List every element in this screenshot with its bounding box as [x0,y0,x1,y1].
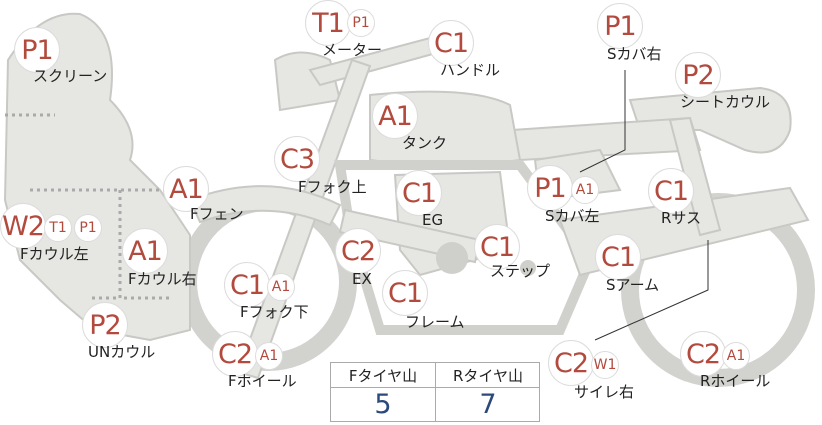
tread-divider [435,363,436,421]
meter-grade: T1 [305,0,351,46]
rear-sus-grade: C1 [648,168,694,214]
silencer-r-grade: C2 [548,340,594,386]
cowl-r-grade: A1 [122,228,168,274]
rear-sus-label: Rサス [661,209,702,227]
seat-cowl-label: シートカウル [680,93,771,111]
front-tread-value: 5 [374,389,392,420]
step-label: ステップ [490,262,551,280]
exhaust-label: EX [352,270,372,288]
front-wheel-sub: A1 [255,342,283,370]
cowl-l-sub2: P1 [74,214,102,242]
screen-label: スクリーン [33,67,108,85]
fork-lower-grade: C1 [224,262,270,308]
side-cover-l-grade: P1 [527,165,573,211]
step-grade: C1 [474,224,520,270]
engine-label: EG [422,211,444,229]
front-fender-shape [188,185,342,227]
tank-label: タンク [402,134,448,152]
under-cowl-label: UNカウル [88,343,156,361]
engine-grade: C1 [396,170,442,216]
under-cowl-grade: P2 [82,302,128,348]
seat-cowl-grade: P2 [675,52,721,98]
front-wheel-grade: C2 [212,331,258,377]
side-cover-r-grade: P1 [597,3,643,49]
fork-upper-grade: C3 [274,136,320,182]
front-fender-label: Fフェン [190,205,244,223]
tread-depth-table: Fタイヤ山 Rタイヤ山 5 7 [330,362,540,422]
front-tread-header: Fタイヤ山 [331,363,435,388]
exhaust-grade: C2 [335,228,381,274]
fork-upper-label: Fフォク上 [298,178,367,196]
rear-wheel-grade: C2 [680,331,726,377]
silencer-r-sub: W1 [591,351,619,379]
side-cover-l-sub: A1 [571,176,599,204]
rear-wheel-sub: A1 [722,342,750,370]
side-cover-r-label: Sカバ右 [607,45,662,63]
screen-grade: P1 [14,27,60,73]
tank-grade: A1 [372,93,418,139]
meter-label: メーター [322,41,383,59]
frame-label: フレーム [405,313,465,331]
silencer-r-label: サイレ右 [574,383,635,401]
handle-label: ハンドル [440,61,501,79]
cowl-l-grade: W2 [0,203,46,249]
seat-cowl-shape [628,86,792,154]
rear-tread-value: 7 [479,389,497,420]
cowl-r-label: Fカウル右 [128,270,197,288]
swingarm-grade: C1 [595,234,641,280]
rear-wheel-label: Rホイール [700,372,771,390]
fork-shape [236,58,372,380]
meter-sub: P1 [347,9,375,37]
cowl-l-sub: T1 [44,214,72,242]
fork-lower-sub: A1 [267,273,295,301]
front-fender-grade: A1 [163,166,209,212]
swingarm-label: Sアーム [606,276,660,294]
side-cover-l-label: Sカバ左 [545,207,600,225]
rear-tread-header: Rタイヤ山 [436,363,540,388]
frame-grade: C1 [382,270,428,316]
cowl-l-label: Fカウル左 [20,245,89,263]
fork-lower-label: Fフォク下 [240,303,309,321]
front-wheel-label: Fホイール [228,372,297,390]
handle-grade: C1 [428,20,474,66]
